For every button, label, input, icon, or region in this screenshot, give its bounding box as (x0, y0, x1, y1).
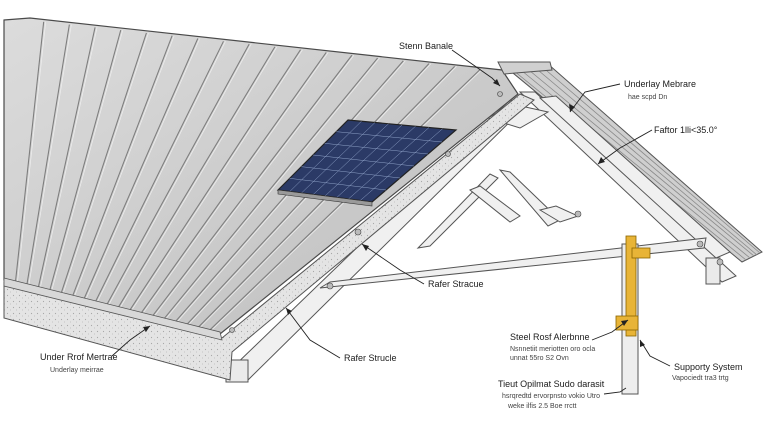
standing-seam-rib (117, 46, 276, 309)
standing-seam-rib-highlight (142, 52, 329, 315)
standing-seam-rib (48, 30, 122, 292)
ridge-cap (497, 61, 553, 75)
fasteners (229, 91, 724, 333)
label-tiebolt-detail-1: hsrqredtd ervorpnsto vokio Utro (502, 393, 601, 400)
label-rafter-structure-upper: Rafer Stracue (428, 279, 484, 289)
label-steel-roof-detail-2: unnat 55ro S2 Ovn (510, 355, 569, 362)
standing-seam-rib (37, 27, 96, 289)
roof-deck-edge (3, 93, 535, 381)
label-support-system: Supporty System (674, 362, 743, 372)
standing-seam-rib-highlight (153, 55, 355, 318)
solar-panel (276, 119, 458, 207)
label-standing-seam: Stenn Banale (399, 41, 454, 51)
standing-seam-rib-highlight (85, 38, 201, 301)
standing-seam-rib-highlight (51, 30, 124, 292)
label-under-roof-membrane-detail: Underlay meirrae (50, 367, 104, 374)
standing-seam-rib-highlight (108, 43, 252, 306)
solar-cell-divider (312, 154, 415, 167)
rafter-right-back (538, 95, 731, 259)
standing-seam-rib-highlight (73, 35, 175, 298)
standing-seam-rib (105, 43, 250, 306)
standing-seam-rib (60, 32, 147, 295)
solar-cell-divider (301, 166, 401, 179)
leader-arrowheads (143, 79, 645, 347)
standing-seam-rib (71, 35, 173, 298)
label-rafter-structure-lower: Rafer Strucle (344, 353, 397, 363)
standing-seam-rib (151, 54, 353, 318)
rafter-right-front (518, 91, 737, 283)
label-tiebolt: Tieut Opilmat Sudo darasit (498, 379, 605, 389)
standing-seam-rib (83, 38, 199, 301)
label-underlay-membrane-top: Underlay Mebrare (624, 79, 697, 89)
standing-seam-rib-highlight (62, 32, 149, 295)
standing-seam-rib (128, 49, 301, 312)
standing-seam-rib (139, 52, 327, 315)
standing-seam-rib-highlight (17, 21, 47, 283)
eave-trim (3, 277, 223, 341)
standing-seam-rib (162, 57, 379, 321)
label-underlay-membrane-top-detail: hae scpd Dn (628, 94, 668, 101)
standing-seam-rib (26, 24, 70, 286)
tie-beam (319, 237, 707, 289)
standing-seam-rib-highlight (39, 27, 98, 289)
standing-seam-rib (94, 41, 224, 303)
label-steel-roof-detail-1: Nsnnetiit meriotten oro ocla (510, 346, 596, 353)
web-member (469, 185, 521, 223)
label-tiebolt-detail-2: weke ilfis 2.5 Boe rrctt (508, 403, 577, 410)
label-support-system-detail: Vapociedt tra3 trtg (672, 375, 729, 382)
solar-cell-divider (336, 131, 443, 143)
standing-seam-rib-highlight (28, 24, 72, 286)
solar-cell-divider (324, 143, 429, 155)
label-rafter-angle: Faftor 1lli<35.0° (654, 125, 718, 135)
solar-cell-divider (289, 178, 387, 191)
standing-seam-rib-highlight (119, 46, 278, 309)
right-post (705, 257, 721, 285)
label-steel-roof: Steel Rosf Alerbnne (510, 332, 590, 342)
label-under-roof-membrane: Under Rrof Mertrae (40, 352, 118, 362)
support-bracket (615, 235, 651, 337)
standing-seam-rib-highlight (164, 57, 380, 321)
standing-seam-rib-highlight (130, 49, 303, 312)
standing-seam-rib-highlight (96, 41, 226, 303)
standing-seam-rib (14, 21, 45, 283)
